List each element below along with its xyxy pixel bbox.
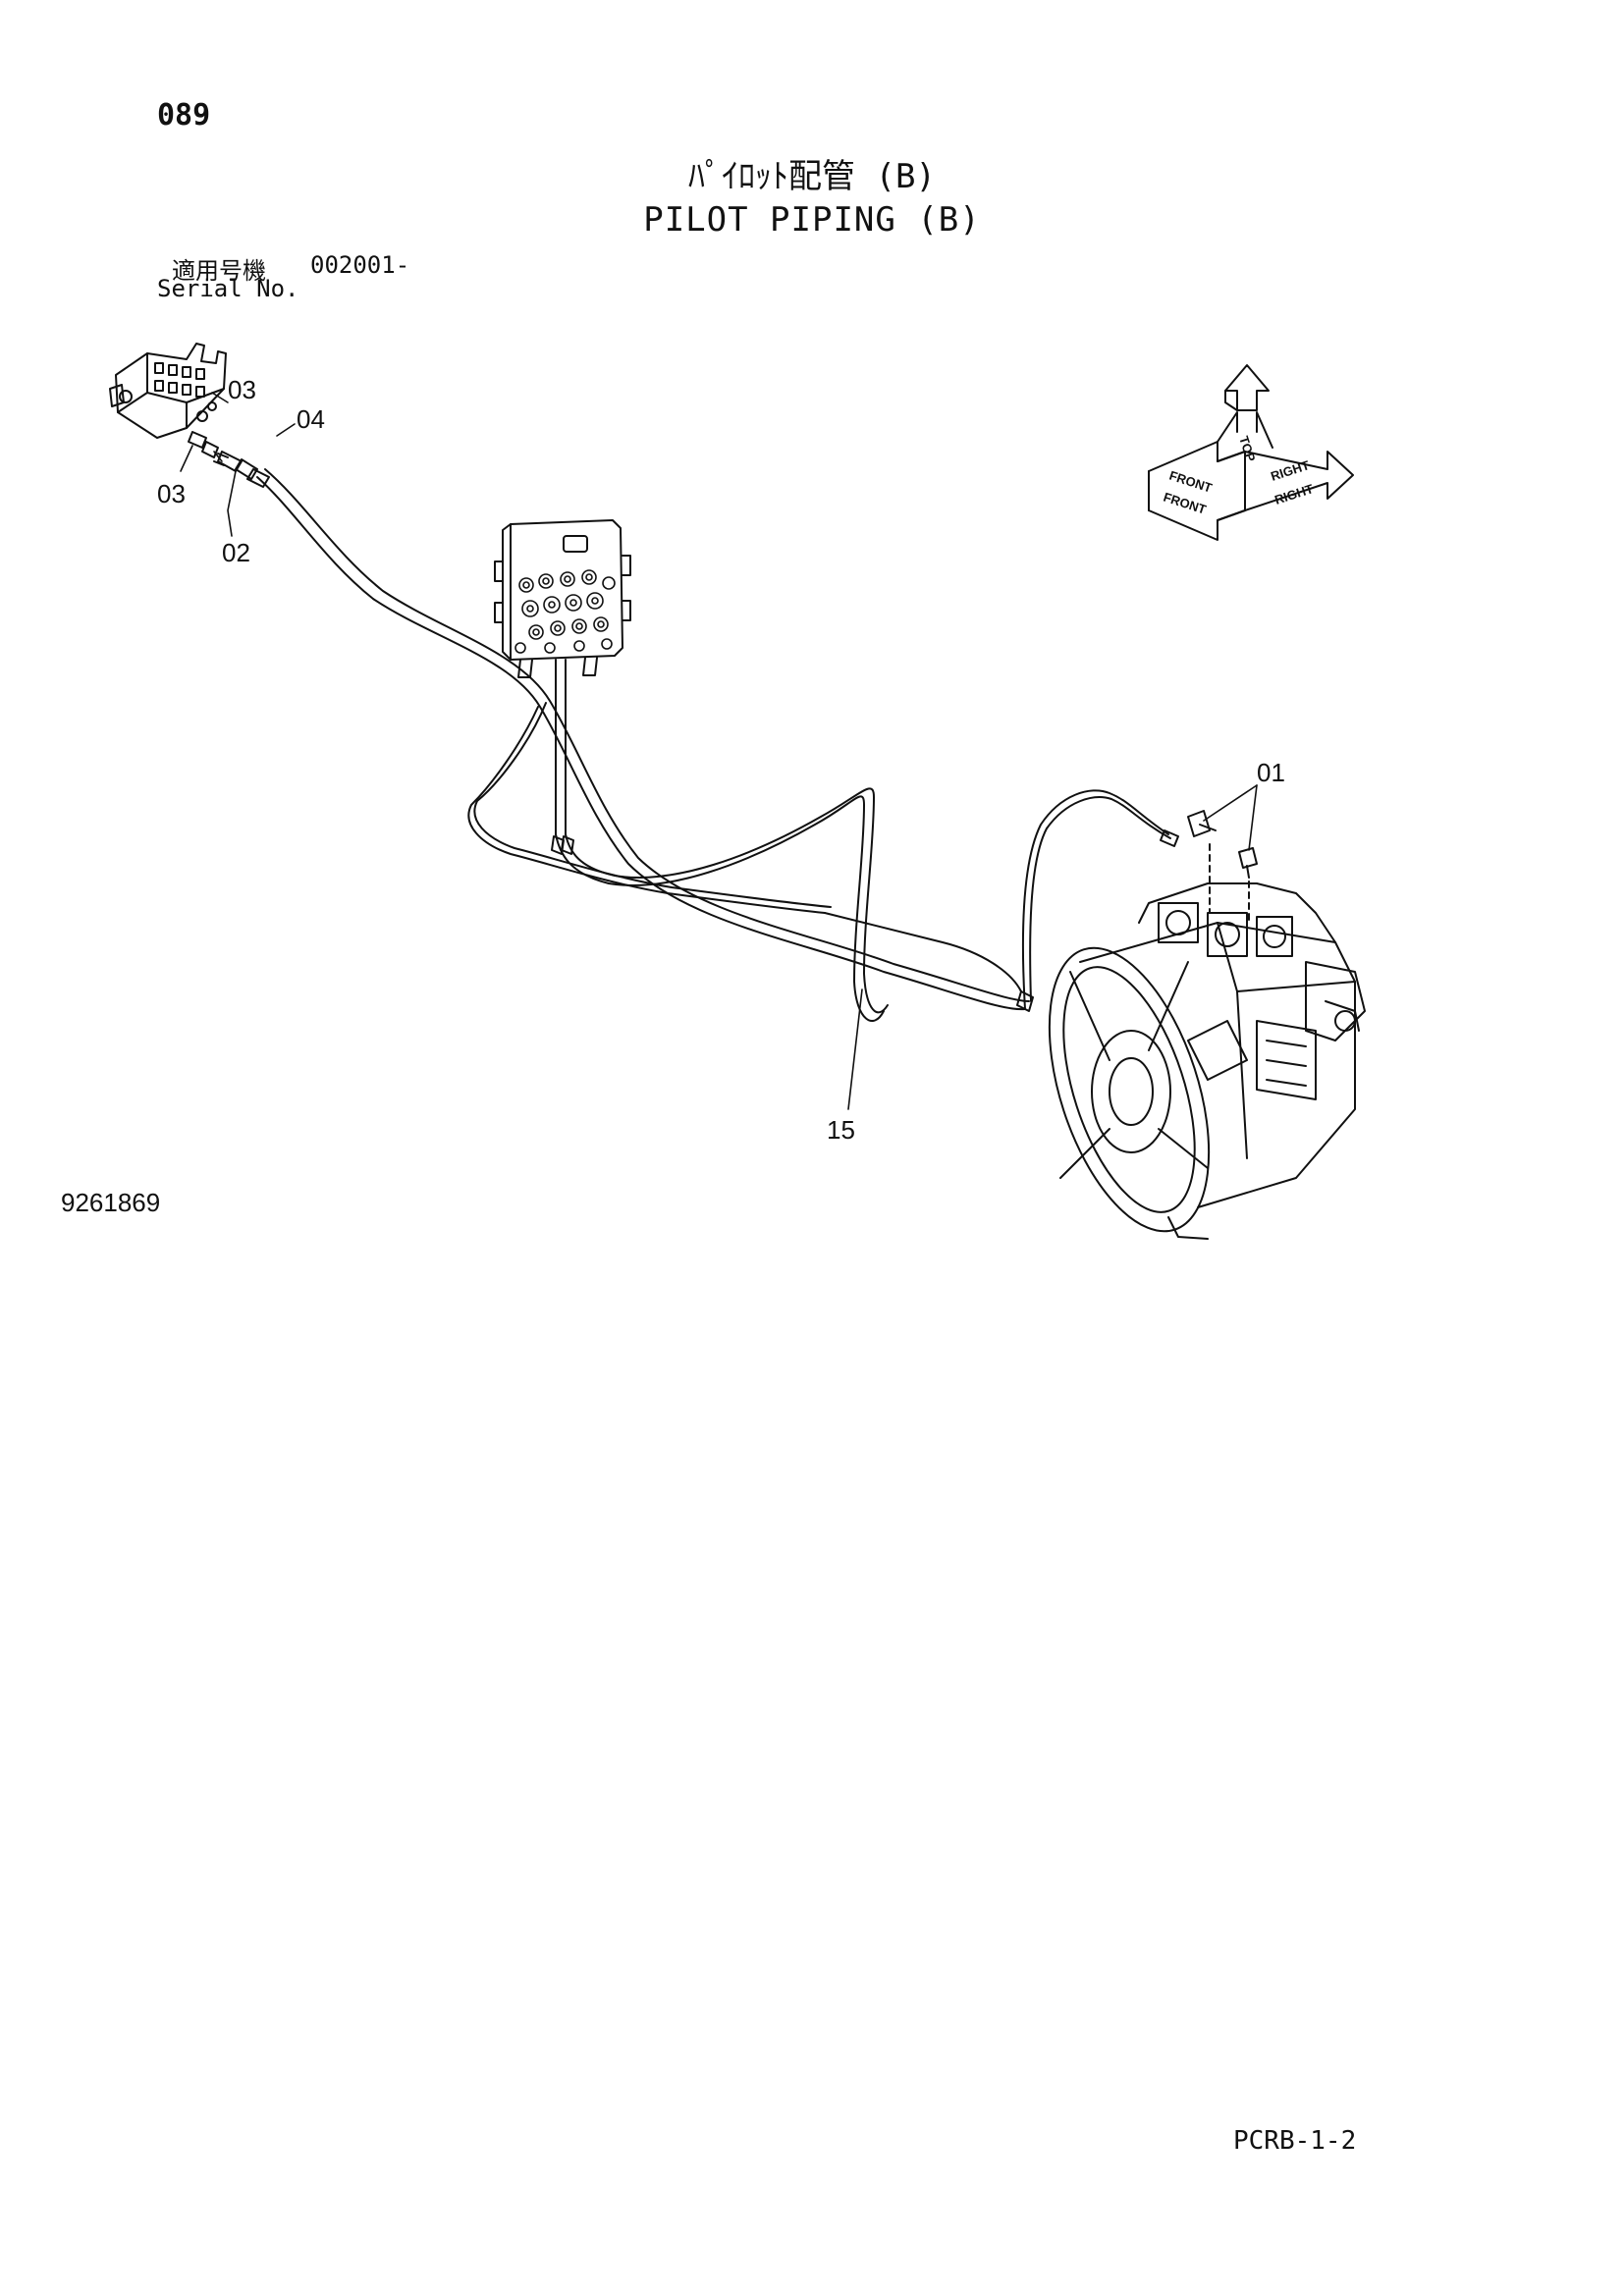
- serial-label-english: Serial No.: [157, 275, 299, 302]
- title-japanese: ﾊﾟｲﾛｯﾄ配管 (B): [688, 157, 936, 196]
- callout-03-lower: 03: [157, 479, 186, 508]
- title-english: PILOT PIPING (B): [643, 200, 981, 240]
- serial-label-japanese: 適用号機: [172, 257, 266, 285]
- fitting-01: [1187, 810, 1258, 924]
- callout-15: 15: [827, 1115, 855, 1145]
- drawing-number: 9261869: [61, 1188, 161, 1217]
- sheet-code: PCRB-1-2: [1233, 2126, 1357, 2156]
- page-number: 089: [157, 98, 211, 133]
- leader-lines: [180, 392, 1258, 1110]
- orientation-indicator: [1148, 364, 1354, 541]
- orientation-label-top: TOP: [1236, 434, 1259, 463]
- callout-01: 01: [1257, 758, 1285, 787]
- callout-03-upper: 03: [228, 375, 256, 404]
- serial-number-value: 002001-: [310, 251, 410, 279]
- callout-02: 02: [222, 538, 250, 567]
- callout-04: 04: [297, 404, 325, 434]
- control-valve-block: [494, 519, 631, 835]
- pilot-hose-15: [256, 468, 1179, 1022]
- hydraulic-pump-assembly: [1048, 882, 1366, 1240]
- orientation-label-right: RIGHT: [1272, 481, 1315, 507]
- pilot-valve-block: [109, 343, 227, 439]
- orientation-label-front: FRONT: [1162, 490, 1208, 517]
